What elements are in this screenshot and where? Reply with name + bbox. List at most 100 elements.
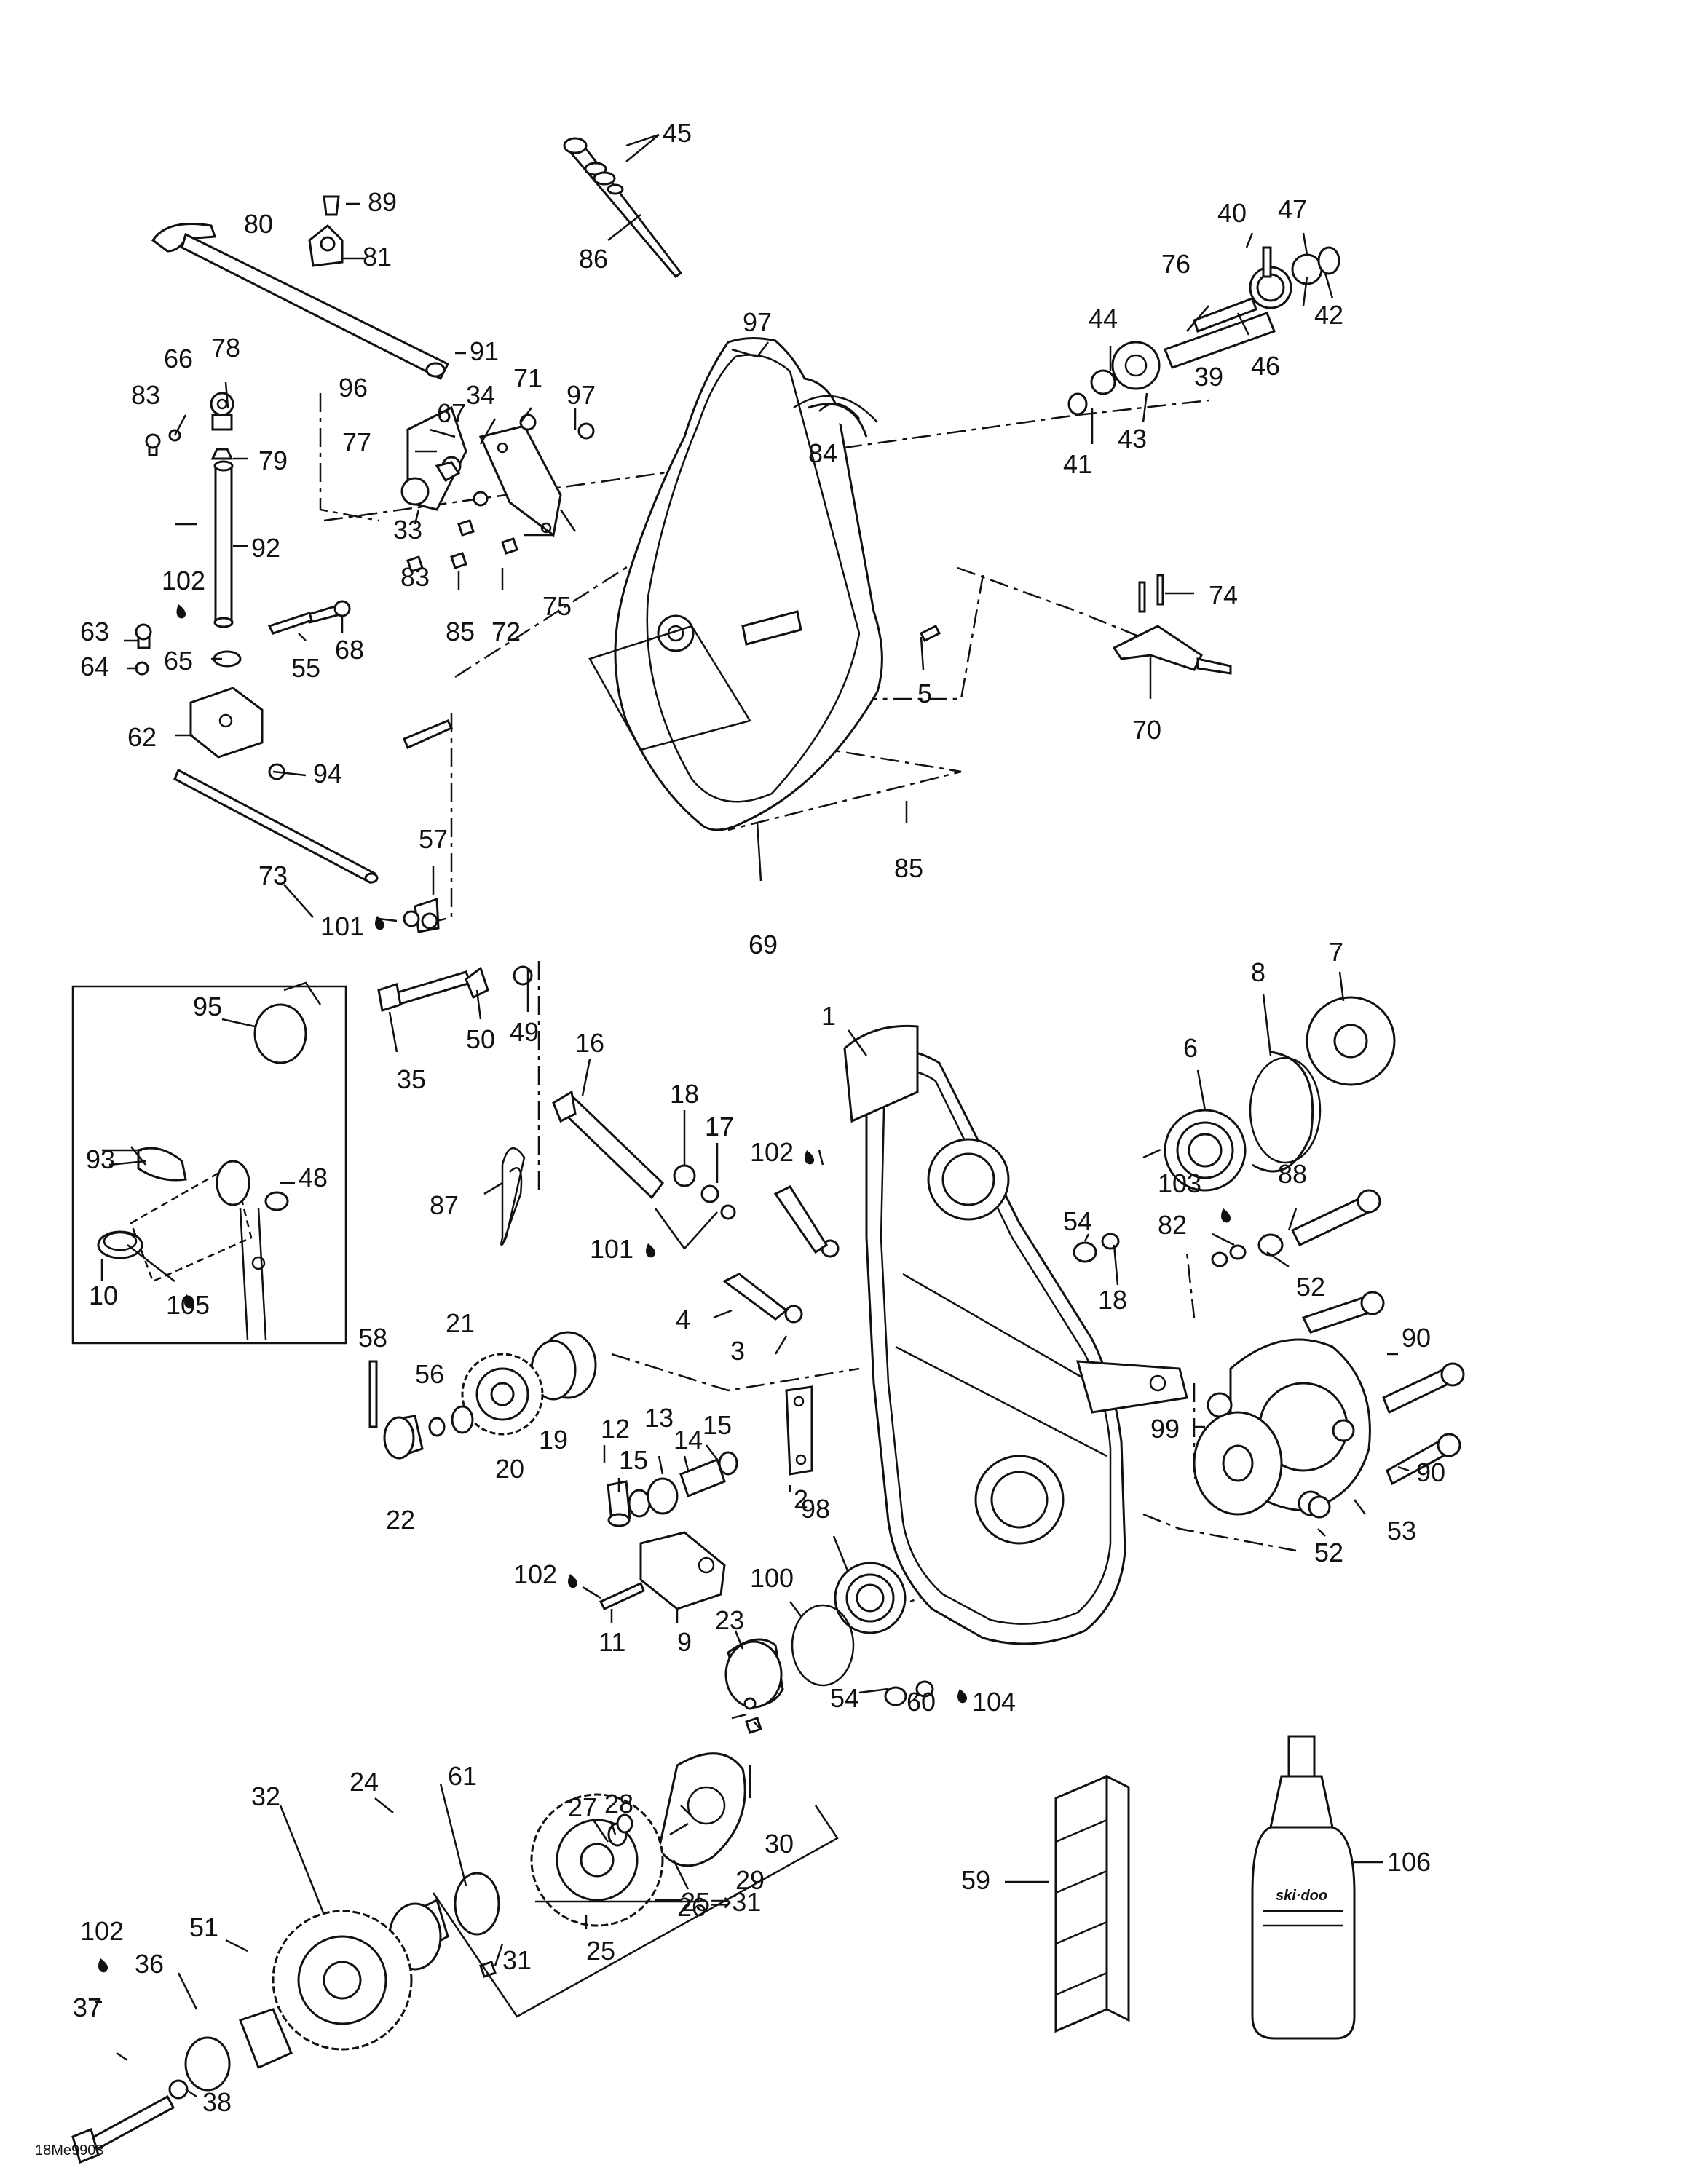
drop-icon [957,1689,968,1704]
drop-icon [805,1150,815,1165]
callout-41: 41 [1063,449,1092,479]
adjuster-bolt [552,1090,840,1324]
figure-code: 18Me9903 [35,2143,104,2159]
callout-51: 51 [189,1912,218,1942]
drop-icon [375,916,385,930]
callout-85a: 85 [446,617,475,646]
callout-30: 30 [765,1829,794,1859]
callout-8: 8 [1251,957,1265,987]
callout-16: 16 [575,1028,604,1058]
callout-75: 75 [542,591,572,621]
callout-96: 96 [339,373,368,403]
callout-24: 24 [350,1767,379,1797]
chaincase-cover [588,336,883,831]
callout-32: 32 [251,1781,280,1811]
callout-3: 3 [730,1336,745,1366]
lubricant-drop-icons [98,604,1231,1973]
callout-43: 43 [1118,424,1147,454]
callout-18a: 18 [670,1079,699,1109]
callout-92: 92 [251,533,280,563]
shift-fork-bracket [919,574,1232,675]
drop-icon [98,1958,108,1973]
callout-29: 29 [735,1865,765,1895]
callout-36: 36 [135,1949,164,1979]
lower-bearing-group [724,1562,907,1709]
callout-56: 56 [415,1359,444,1389]
callout-4: 4 [676,1305,690,1334]
callout-67: 67 [437,398,466,428]
callout-44: 44 [1089,304,1118,333]
callout-79: 79 [258,446,288,475]
callout-22: 22 [386,1505,415,1535]
callout-93: 93 [86,1144,115,1174]
callout-19: 19 [539,1425,568,1455]
callout-5: 5 [917,678,932,708]
callout-104: 104 [972,1687,1016,1717]
leader-lines [95,133,1410,2098]
callout-83b: 83 [400,562,430,592]
drop-icon [184,1294,194,1309]
kit-range-label: 25⇒31 [681,1887,761,1917]
callout-84: 84 [808,438,837,468]
callout-102d: 102 [80,1916,124,1946]
callout-52b: 52 [1314,1538,1343,1567]
callout-106: 106 [1387,1847,1431,1877]
callout-23: 23 [715,1605,744,1635]
callout-2: 2 [794,1484,808,1514]
callout-88: 88 [1278,1159,1307,1189]
drop-icon [646,1243,656,1258]
callout-65: 65 [164,646,193,676]
callout-46: 46 [1251,351,1280,381]
callout-64: 64 [80,652,109,681]
callout-14: 14 [674,1425,703,1455]
callout-9: 9 [677,1627,692,1657]
callout-28: 28 [604,1789,633,1819]
callout-59: 59 [961,1865,990,1895]
callout-1: 1 [821,1001,836,1031]
chain-tensioner [599,1451,738,1610]
drive-sprocket-group [368,1331,597,1460]
callout-45: 45 [663,118,692,148]
callout-83a: 83 [131,380,160,410]
callout-7: 7 [1329,937,1343,967]
chaincase-housing [843,1024,1188,1645]
callout-91: 91 [470,336,499,366]
inset-detail-box [71,981,347,1345]
callout-66: 66 [164,344,193,373]
drop-icon [176,604,186,619]
callout-102c: 102 [513,1559,557,1589]
callout-6: 6 [1183,1033,1198,1063]
callout-62: 62 [127,722,157,752]
callout-17: 17 [705,1112,734,1142]
callout-94: 94 [313,759,342,788]
callout-52a: 52 [1296,1272,1325,1302]
callout-101a: 101 [320,911,364,941]
callout-35: 35 [397,1064,426,1094]
callout-13: 13 [644,1403,674,1433]
callout-101b: 101 [590,1234,633,1264]
callout-105: 105 [166,1290,210,1320]
callout-38: 38 [202,2087,232,2117]
callout-10: 10 [89,1281,118,1310]
callout-69: 69 [749,930,778,960]
callout-37: 37 [73,1993,102,2022]
callout-74: 74 [1209,580,1238,610]
callout-58: 58 [358,1323,387,1353]
callout-11: 11 [599,1627,625,1657]
bearing-seal-group [1164,996,1396,1192]
callout-90a: 90 [1402,1323,1431,1353]
callout-60: 60 [907,1687,936,1717]
callout-63: 63 [80,617,109,646]
callout-61: 61 [448,1761,477,1791]
pin-86 [563,137,683,279]
callout-98: 98 [801,1494,830,1524]
callout-48: 48 [299,1163,328,1192]
callout-97b: 97 [566,380,596,410]
callout-54b: 54 [830,1683,859,1713]
callout-31: 31 [502,1945,532,1975]
bottle-brand-text: ski·doo [1276,1888,1327,1904]
callout-12: 12 [601,1414,630,1444]
callout-53: 53 [1387,1516,1416,1546]
callout-21: 21 [446,1308,475,1338]
drive-chain [1054,1774,1130,2033]
